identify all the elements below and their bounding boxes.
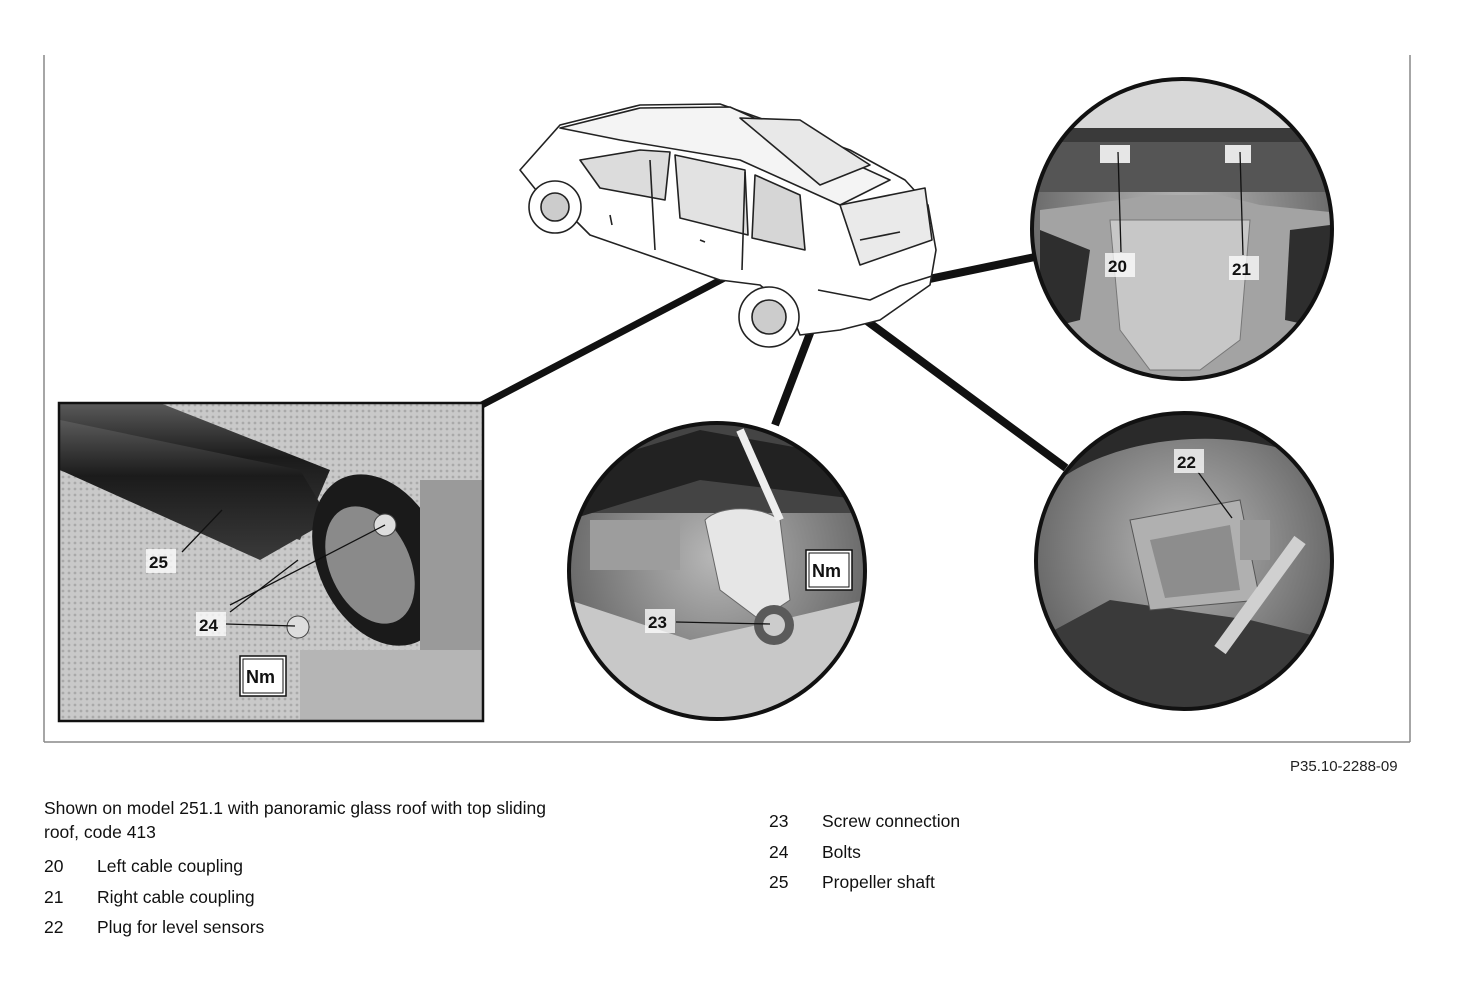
legend-label: Left cable coupling bbox=[97, 856, 243, 876]
legend-number: 25 bbox=[769, 872, 789, 892]
legend-label: Propeller shaft bbox=[822, 872, 935, 892]
figure-border bbox=[43, 55, 1411, 743]
legend-left: 20 Left cable coupling 21 Right cable co… bbox=[44, 856, 264, 948]
detail-view-propeller-shaft: 25 24 Nm bbox=[57, 401, 485, 723]
detail-view-screw-connection: 23 Nm bbox=[567, 421, 867, 721]
legend-item: 24 Bolts bbox=[769, 842, 960, 873]
legend-item: 23 Screw connection bbox=[769, 811, 960, 842]
figure-reference: P35.10-2288-09 bbox=[1290, 758, 1398, 775]
callout-25: 25 bbox=[149, 553, 168, 572]
detail-view-cable-couplings: 20 21 bbox=[1030, 77, 1334, 381]
diagram-figure: 20 21 25 24 Nm bbox=[43, 55, 1411, 743]
torque-badge-middle: Nm bbox=[812, 561, 841, 581]
legend-number: 20 bbox=[44, 856, 64, 876]
legend-label: Bolts bbox=[822, 841, 861, 862]
vehicle-drawing bbox=[519, 103, 937, 348]
callout-23: 23 bbox=[648, 613, 667, 632]
legend-label: Screw connection bbox=[822, 811, 961, 831]
callout-21: 21 bbox=[1232, 260, 1251, 279]
legend-item: 25 Propeller shaft bbox=[769, 872, 960, 903]
legend-label: Right cable coupling bbox=[97, 886, 255, 907]
figure-caption: Shown on model 251.1 with panoramic glas… bbox=[44, 798, 546, 842]
torque-badge-left: Nm bbox=[246, 667, 275, 687]
legend-number: 23 bbox=[769, 811, 789, 831]
legend-item: 20 Left cable coupling bbox=[44, 856, 264, 887]
legend-number: 22 bbox=[44, 917, 64, 937]
callout-24: 24 bbox=[199, 616, 218, 635]
legend-number: 21 bbox=[44, 886, 64, 907]
legend-right: 23 Screw connection 24 Bolts 25 Propelle… bbox=[769, 811, 960, 903]
detail-view-level-sensor-plug: 22 bbox=[1034, 411, 1334, 711]
legend-number: 24 bbox=[769, 841, 789, 862]
legend-item: 21 Right cable coupling bbox=[44, 887, 264, 918]
callout-22: 22 bbox=[1177, 453, 1196, 472]
legend-label: Plug for level sensors bbox=[97, 917, 265, 937]
legend-item: 22 Plug for level sensors bbox=[44, 917, 264, 948]
callout-20: 20 bbox=[1108, 257, 1127, 276]
